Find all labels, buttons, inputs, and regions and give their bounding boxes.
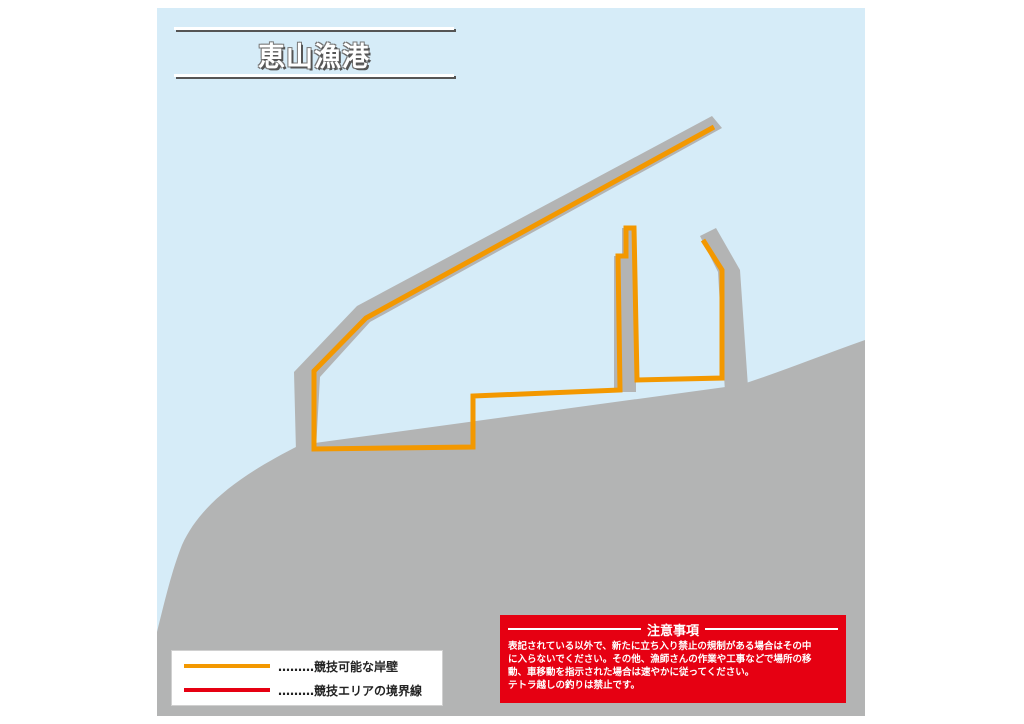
notice-body: 表記されている以外で、新たに立ち入り禁止の規制がある場合はその中 に入らないでく… xyxy=(508,640,838,692)
legend-item-boundary: ………競技エリアの境界線 xyxy=(184,680,422,700)
title-top-rule xyxy=(174,27,454,30)
notice-line: 動、車移動を指示された場合は速やかに従ってください。 xyxy=(508,667,755,678)
notice-line: 表記されている以外で、新たに立ち入り禁止の規制がある場合はその中 xyxy=(508,641,812,652)
map-title: 恵山漁港 xyxy=(258,42,370,73)
legend-swatch-red xyxy=(184,688,270,692)
notice-title: 注意事項 xyxy=(647,623,700,639)
notice-rule-right xyxy=(705,628,839,630)
competition-wall-main xyxy=(311,124,725,452)
notice-line: に入らないでください。その他、漁師さんの作業や工事などで場所の移 xyxy=(508,654,812,665)
legend-swatch-orange xyxy=(184,664,270,668)
notice-box: 注意事項 表記されている以外で、新たに立ち入り禁止の規制がある場合はその中 に入… xyxy=(500,615,846,703)
notice-rule-left xyxy=(508,628,641,630)
legend-label: ………競技エリアの境界線 xyxy=(278,683,423,698)
map-legend: ………競技可能な岸壁 ………競技エリアの境界線 xyxy=(171,650,443,706)
breakwater xyxy=(294,116,722,452)
legend-item-competition-wall: ………競技可能な岸壁 xyxy=(184,656,398,676)
title-bottom-rule xyxy=(174,74,454,77)
notice-header: 注意事項 xyxy=(508,619,839,639)
notice-line: テトラ越しの釣りは禁止です。 xyxy=(508,680,641,691)
title-plate: 恵山漁港 xyxy=(174,27,454,79)
legend-label: ………競技可能な岸壁 xyxy=(278,659,399,674)
